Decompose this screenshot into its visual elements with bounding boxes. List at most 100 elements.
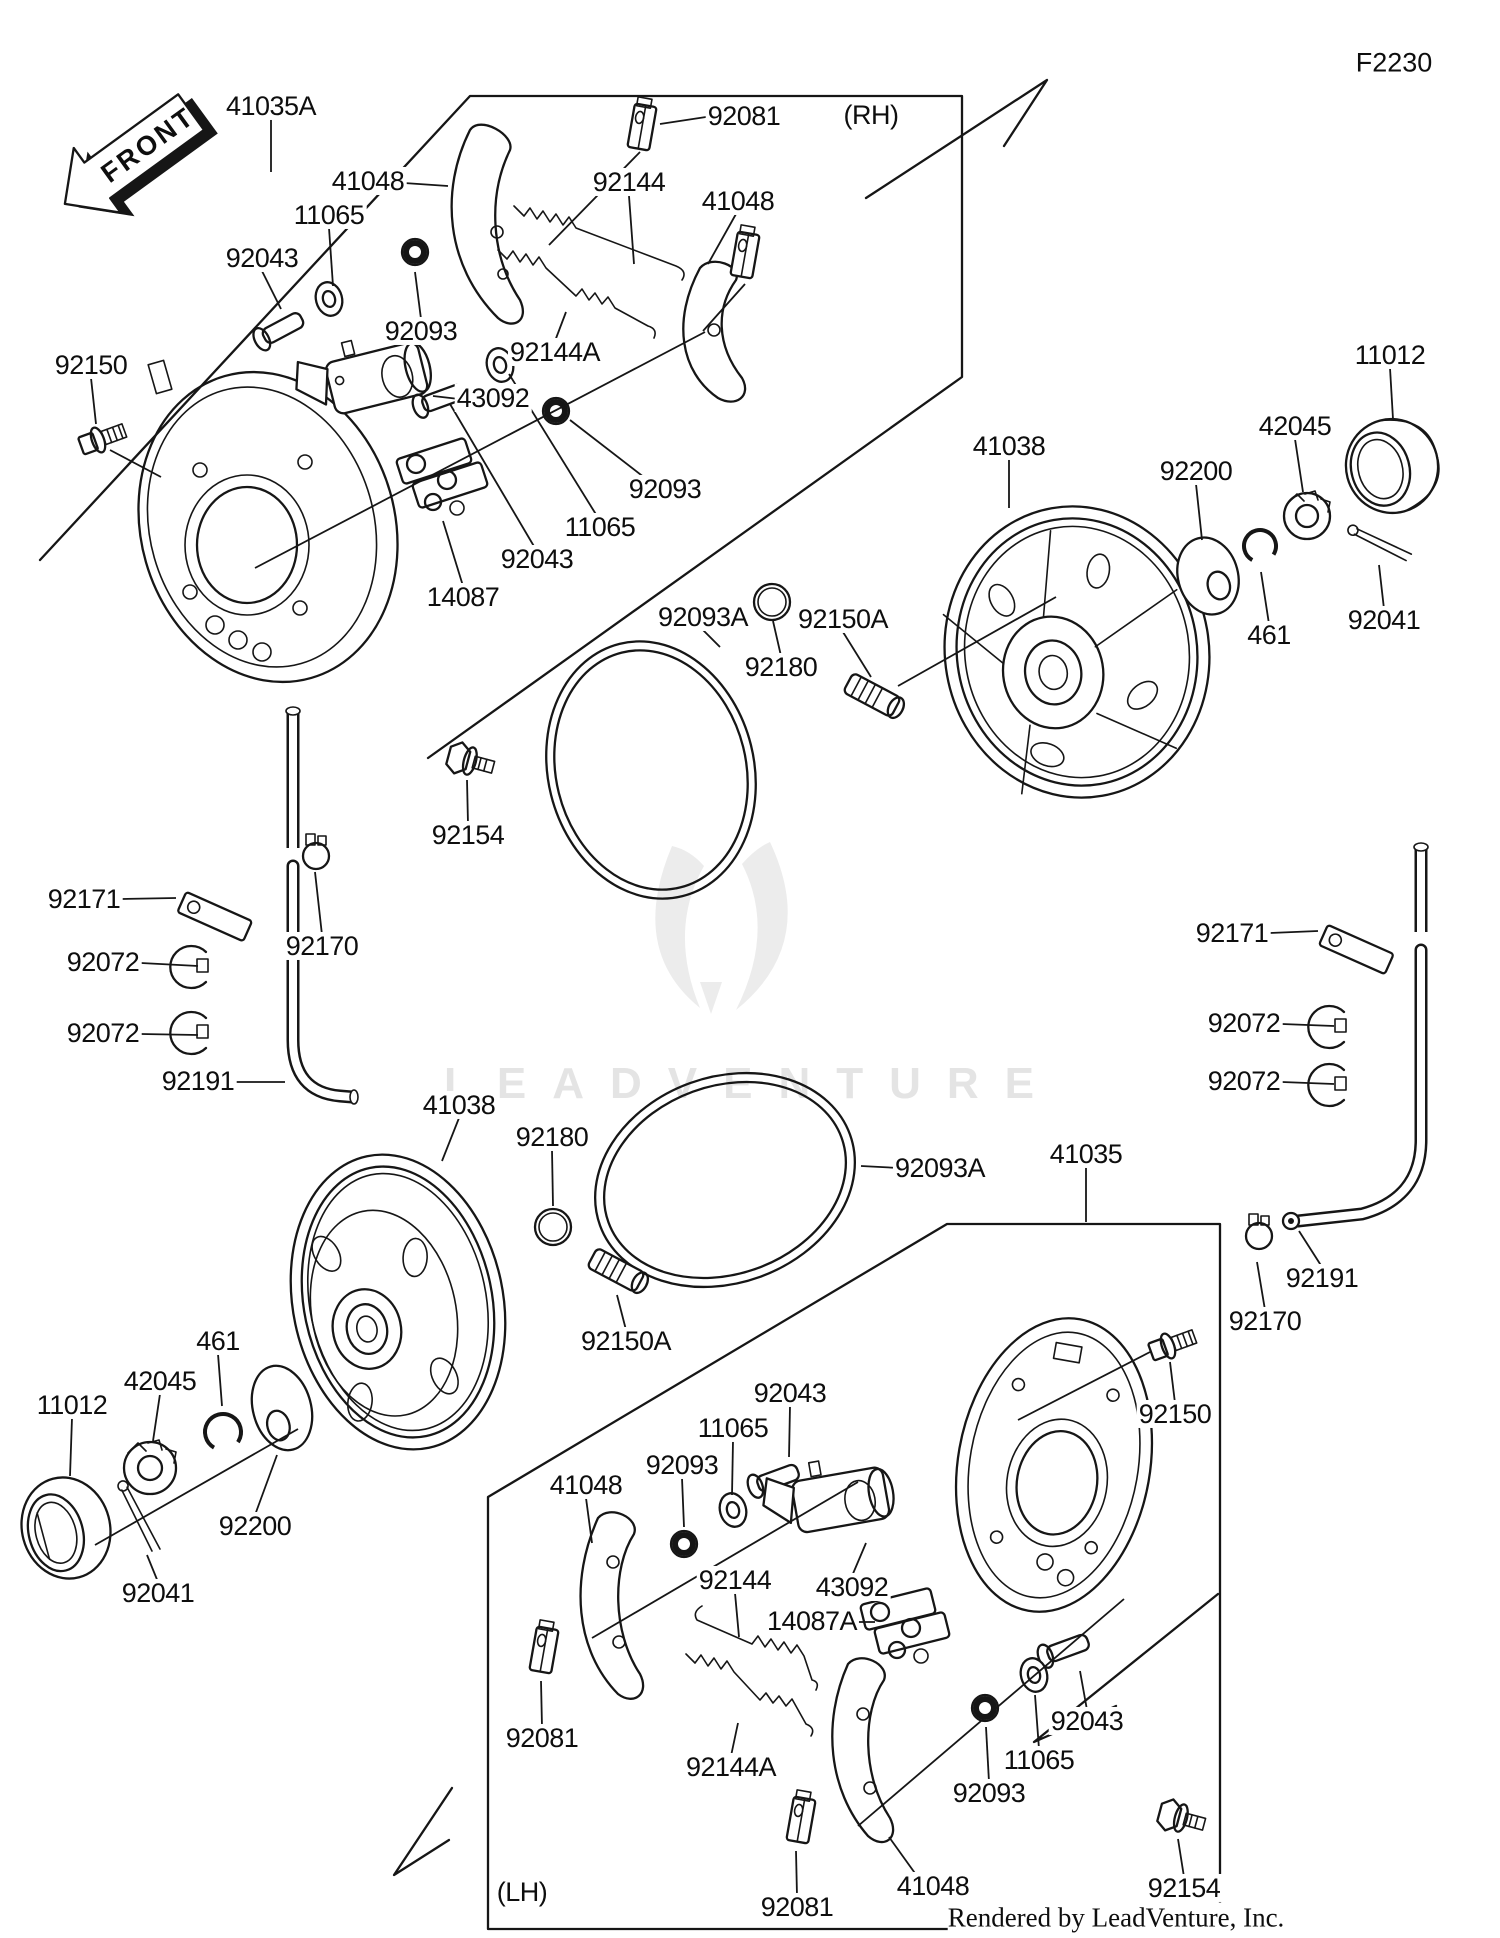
part-label-92150a: 92150A bbox=[795, 603, 891, 634]
part-label-42045: 42045 bbox=[121, 1365, 199, 1396]
part-label-92081: 92081 bbox=[503, 1722, 581, 1753]
leader-line bbox=[857, 1598, 1125, 1827]
part-label-14087a: 14087A bbox=[764, 1605, 860, 1636]
rh-assembly-box bbox=[38, 78, 1049, 760]
part-label-92041: 92041 bbox=[1345, 604, 1423, 635]
leader-line bbox=[540, 1680, 543, 1728]
part-label-92170: 92170 bbox=[1226, 1305, 1304, 1336]
part-label-92072: 92072 bbox=[1205, 1007, 1283, 1038]
leader-line bbox=[851, 1542, 867, 1577]
brake-drum-drawing bbox=[289, 1153, 507, 1451]
adjuster-lh-drawing bbox=[859, 1587, 951, 1664]
leader-line bbox=[888, 1836, 918, 1877]
part-label-92144: 92144 bbox=[696, 1564, 774, 1595]
leader-line bbox=[681, 1477, 685, 1528]
part-label-92093: 92093 bbox=[643, 1449, 721, 1480]
part-label-92144a: 92144A bbox=[507, 336, 603, 367]
leader-line bbox=[1079, 1670, 1088, 1711]
part-label-41048: 41048 bbox=[547, 1469, 625, 1500]
leader-line bbox=[1269, 930, 1319, 934]
part-label-92154: 92154 bbox=[429, 819, 507, 850]
leader-line bbox=[314, 871, 323, 936]
part-label-11012: 11012 bbox=[1352, 339, 1428, 370]
part-label-461: 461 bbox=[1245, 619, 1293, 650]
snap-ring-drawing bbox=[203, 528, 1278, 1452]
part-label-92043: 92043 bbox=[498, 543, 576, 574]
leader-line bbox=[1177, 1838, 1185, 1878]
part-label-92043: 92043 bbox=[751, 1377, 829, 1408]
leader-line bbox=[554, 311, 567, 342]
part-label-43092: 43092 bbox=[454, 382, 532, 413]
leader-line bbox=[731, 1440, 734, 1496]
leader-line bbox=[659, 116, 707, 125]
flange-bolt-drawing bbox=[77, 423, 1198, 1362]
part-label-92093a: 92093A bbox=[655, 601, 751, 632]
leader-line bbox=[432, 395, 460, 400]
leader-line bbox=[217, 1353, 223, 1407]
leader-line bbox=[1260, 571, 1270, 625]
leader-line bbox=[140, 962, 199, 967]
brake-shoe-drawing bbox=[579, 1511, 645, 1700]
leader-line bbox=[328, 227, 334, 287]
part-label-92043: 92043 bbox=[223, 242, 301, 273]
part-label-92171: 92171 bbox=[45, 883, 123, 914]
brake-shoe-drawing bbox=[450, 123, 524, 325]
breather-hose-drawing bbox=[285, 706, 1429, 1231]
leader-line bbox=[466, 779, 469, 825]
part-label-92200: 92200 bbox=[1157, 455, 1235, 486]
part-label-92171: 92171 bbox=[1193, 917, 1271, 948]
leader-line bbox=[1195, 483, 1203, 541]
leader-line bbox=[1169, 1361, 1176, 1404]
leader-line bbox=[772, 620, 782, 657]
shoe-clip-drawing bbox=[528, 96, 817, 1845]
part-label-92150: 92150 bbox=[52, 349, 130, 380]
part-label-92154: 92154 bbox=[1145, 1872, 1223, 1903]
leader-line bbox=[569, 419, 646, 479]
part-label-14087: 14087 bbox=[424, 581, 502, 612]
leader-line bbox=[414, 271, 422, 320]
leader-line bbox=[121, 897, 177, 900]
leader-line bbox=[442, 520, 464, 587]
leader-line bbox=[788, 1405, 791, 1458]
leader-line bbox=[707, 213, 737, 265]
leader-line bbox=[842, 631, 872, 678]
brake-shoe-drawing bbox=[831, 1657, 895, 1844]
leader-line bbox=[548, 151, 641, 246]
rear-wheel-drawing bbox=[942, 505, 1211, 799]
leader-line bbox=[795, 1850, 798, 1897]
leader-line bbox=[403, 182, 449, 187]
leader-line bbox=[860, 1165, 900, 1169]
part-label-41048: 41048 bbox=[699, 185, 777, 216]
leader-line bbox=[254, 1454, 278, 1516]
part-label-92093: 92093 bbox=[626, 473, 704, 504]
leader-line bbox=[1389, 367, 1394, 420]
adjuster-rh-drawing bbox=[395, 437, 489, 516]
hose-clamp-band-drawing bbox=[169, 944, 1347, 1108]
part-label-11065: 11065 bbox=[291, 199, 367, 230]
leader-line bbox=[734, 1592, 740, 1638]
leader-line bbox=[146, 1554, 159, 1583]
part-label-92144a: 92144A bbox=[683, 1751, 779, 1782]
leader-line bbox=[551, 1149, 554, 1207]
part-label-43092: 43092 bbox=[813, 1571, 891, 1602]
part-label-42045: 42045 bbox=[1256, 410, 1334, 441]
part-label-92180: 92180 bbox=[513, 1121, 591, 1152]
leader-line bbox=[628, 195, 635, 265]
leader-line bbox=[616, 1294, 627, 1331]
part-label-92072: 92072 bbox=[1205, 1065, 1283, 1096]
part-label-11065: 11065 bbox=[695, 1412, 771, 1443]
part-label-41038: 41038 bbox=[970, 430, 1048, 461]
part-label-92041: 92041 bbox=[119, 1577, 197, 1608]
part-label-461: 461 bbox=[194, 1325, 242, 1356]
part-label-11012: 11012 bbox=[34, 1389, 110, 1420]
wheel-cylinder-rh-drawing bbox=[295, 339, 432, 415]
leader-line bbox=[1017, 1351, 1151, 1421]
part-label-41048: 41048 bbox=[894, 1870, 972, 1901]
leader-line bbox=[1294, 438, 1304, 493]
leader-line bbox=[254, 331, 706, 569]
leader-line bbox=[94, 1428, 299, 1546]
part-label-92081: 92081 bbox=[705, 100, 783, 131]
